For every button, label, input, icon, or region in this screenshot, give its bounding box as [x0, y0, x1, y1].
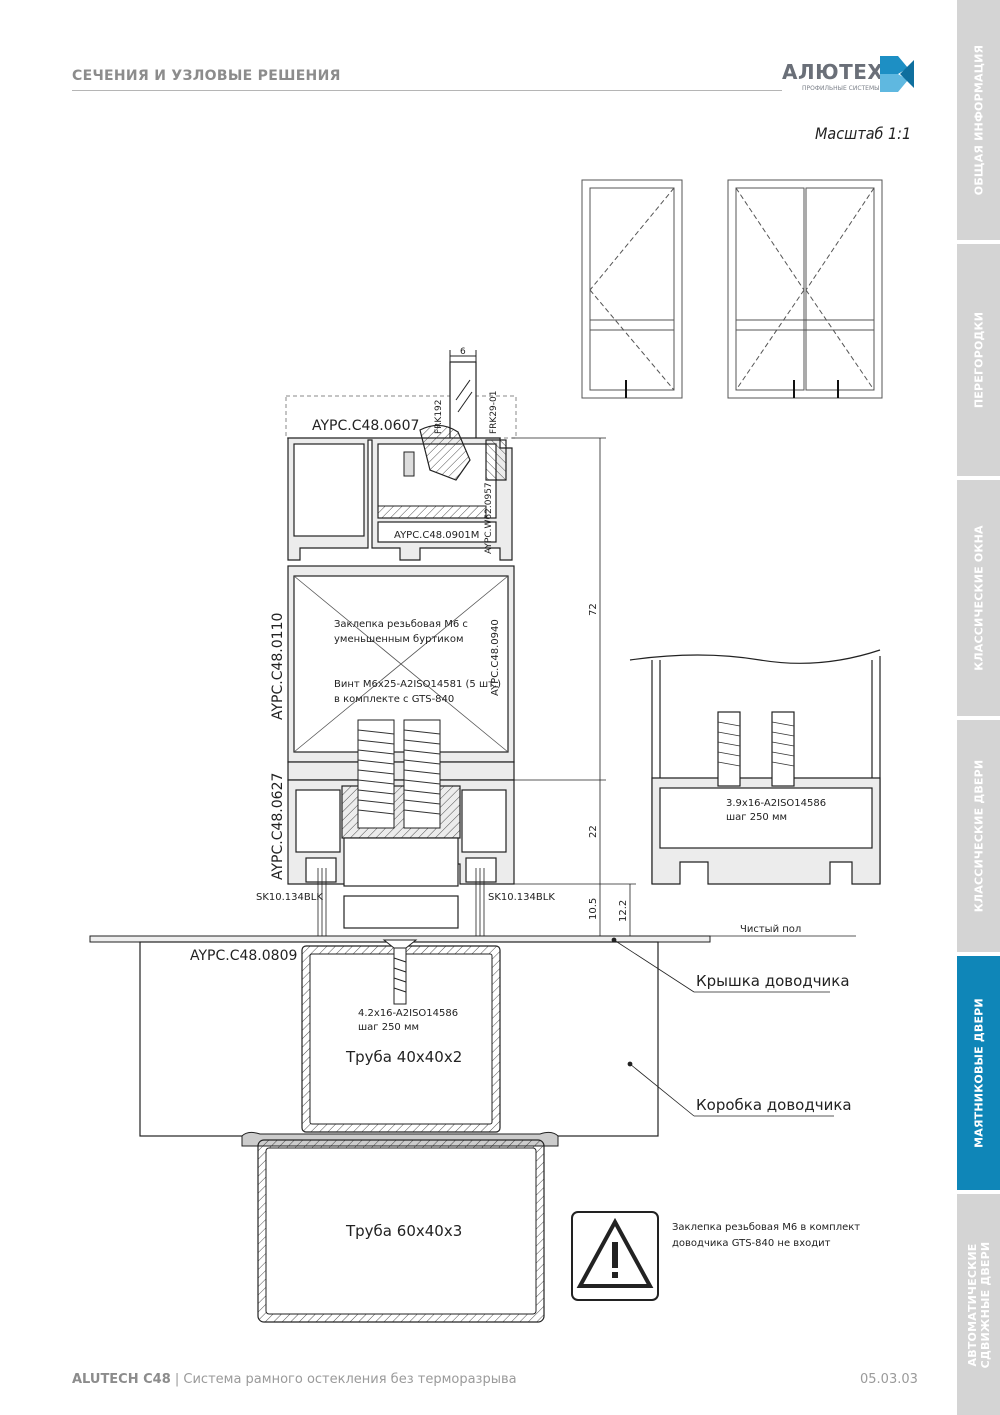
label-glazing-bead: AYPC.C48.0901M: [394, 530, 479, 541]
brand-logo: АЛЮТЕХ ПРОФИЛЬНЫЕ СИСТЕМЫ: [782, 52, 922, 96]
label-seal-1: FRK192: [434, 399, 444, 434]
tab-partitions[interactable]: ПЕРЕГОРОДКИ: [957, 244, 1000, 476]
logo-mark-icon: [880, 56, 914, 92]
note-tube-screw-2: шаг 250 мм: [358, 1022, 419, 1033]
gasket-seal: [419, 424, 471, 481]
page-header-title: СЕЧЕНИЯ И УЗЛОВЫЕ РЕШЕНИЯ: [72, 68, 341, 84]
label-seal-2: FRK29-01: [489, 391, 499, 434]
dimension-lines: [512, 437, 636, 940]
header-rule: [72, 90, 782, 91]
label-profile-bead2: AYPC.C48.0940: [490, 619, 501, 696]
label-clean-floor: Чистый пол: [740, 924, 801, 935]
footer-brand: ALUTECH C48: [72, 1372, 171, 1387]
brush-seals: [317, 868, 485, 938]
tab-label: МАЯТНИКОВЫЕ ДВЕРИ: [972, 998, 985, 1148]
dim-gap2: 12.2: [618, 900, 629, 922]
tab-label: ОБЩАЯ ИНФОРМАЦИЯ: [972, 44, 985, 196]
section-drawing: 6: [89, 179, 883, 1323]
section-tabs: ОБЩАЯ ИНФОРМАЦИЯ ПЕРЕГОРОДКИ КЛАССИЧЕСКИ…: [957, 0, 1000, 1415]
warning-text-2: доводчика GTS-840 не входит: [672, 1238, 831, 1249]
note-tube-screw-1: 4.2x16-A2ISO14586: [358, 1008, 458, 1019]
note-screw-1: Винт М6х25-A2ISO14581 (5 шт.): [334, 679, 501, 690]
tab-swing-doors[interactable]: МАЯТНИКОВЫЕ ДВЕРИ: [957, 956, 1000, 1190]
leader-lines: [611, 937, 834, 1117]
label-brush-left: SK10.134BLK: [256, 892, 323, 903]
label-closer-cover: Крышка доводчика: [696, 972, 850, 990]
label-gasket: AYPC.W62.0957: [484, 482, 494, 554]
note-detail-screw-2: шаг 250 мм: [726, 812, 787, 823]
label-profile-base: AYPC.C48.0809: [190, 948, 297, 964]
glazing-bead: [377, 505, 487, 519]
warning-icon: [571, 1211, 659, 1301]
profile-top: [287, 437, 513, 561]
warning-text-1: Заклепка резьбовая М6 в комплект: [672, 1222, 860, 1233]
note-rivet-2: уменьшенным буртиком: [334, 634, 464, 645]
dim-height: 72: [588, 603, 599, 616]
detail-profile: [629, 649, 881, 885]
label-brush-right: SK10.134BLK: [488, 892, 555, 903]
footer-text: | Система рамного остекления без термора…: [170, 1372, 517, 1387]
screw-pair: [357, 719, 441, 829]
tab-label: КЛАССИЧЕСКИЕ ДВЕРИ: [972, 759, 985, 913]
page-number: 05.03.03: [860, 1372, 918, 1387]
tab-label: ПЕРЕГОРОДКИ: [972, 311, 985, 409]
tab-label: КЛАССИЧЕСКИЕ ОКНА: [972, 525, 985, 671]
label-closer-box: Коробка доводчика: [696, 1096, 852, 1114]
dim-bottom: 22: [588, 825, 599, 838]
tab-automatic-sliding-doors[interactable]: АВТОМАТИЧЕСКИЕ СДВИЖНЫЕ ДВЕРИ: [957, 1194, 1000, 1415]
profile-frame: [287, 565, 515, 781]
note-screw-2: в комплекте с GTS-840: [334, 694, 454, 705]
label-tube-60: Труба 60х40х3: [345, 1222, 462, 1240]
logo-subtitle: ПРОФИЛЬНЫЕ СИСТЕМЫ: [802, 85, 880, 92]
footer: ALUTECH C48 | Система рамного остекления…: [72, 1372, 517, 1387]
gasket-seal-right: [485, 439, 507, 481]
label-tube-40: Труба 40х40х2: [345, 1048, 462, 1066]
dim-glass: 6: [460, 347, 466, 357]
scale-label: Масштаб 1:1: [815, 124, 912, 143]
tab-general-info[interactable]: ОБЩАЯ ИНФОРМАЦИЯ: [957, 0, 1000, 240]
note-rivet-1: Заклепка резьбовая М6 с: [334, 619, 468, 630]
tab-classic-windows[interactable]: КЛАССИЧЕСКИЕ ОКНА: [957, 480, 1000, 716]
door-thumbnail-double: [727, 179, 883, 399]
label-profile-frame: AYPC.C48.0110: [270, 613, 286, 720]
dim-gap1: 10.5: [588, 898, 599, 920]
logo-name: АЛЮТЕХ: [782, 60, 884, 84]
tab-label: АВТОМАТИЧЕСКИЕ СДВИЖНЫЕ ДВЕРИ: [965, 1241, 992, 1368]
note-detail-screw-1: 3.9x16-A2ISO14586: [726, 798, 826, 809]
label-profile-top: AYPC.C48.0607: [312, 418, 419, 434]
label-profile-bottom: AYPC.C48.0627: [270, 773, 286, 880]
door-thumbnail-single: [581, 179, 683, 399]
tube-screw: [382, 939, 418, 1005]
tab-classic-doors[interactable]: КЛАССИЧЕСКИЕ ДВЕРИ: [957, 720, 1000, 952]
